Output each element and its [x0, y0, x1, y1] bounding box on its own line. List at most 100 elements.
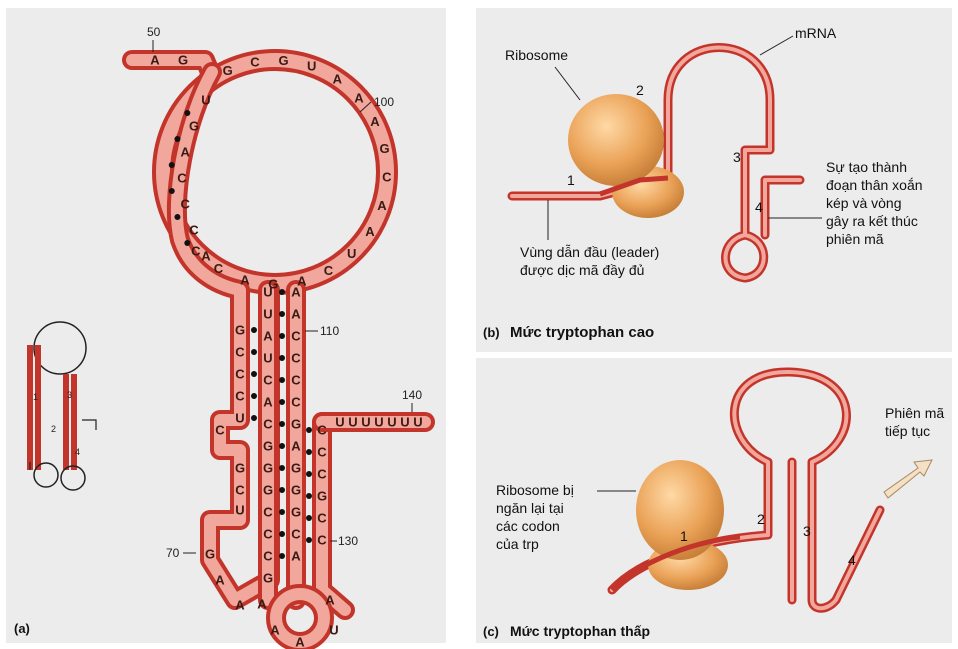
nucleotide-loop-2: G: [279, 53, 289, 68]
base-pair-dot: [279, 333, 285, 339]
base-pair-dot: [279, 289, 285, 295]
base-pair-dot: [279, 531, 285, 537]
panel-b-caption-letter: (b): [483, 325, 500, 340]
base-pair-dot: [279, 377, 285, 383]
nucleotide-rightcol-1: A: [291, 307, 301, 322]
nucleotide-loop-16: C: [214, 261, 224, 276]
nucleotide-tail-1: U: [348, 415, 357, 430]
continue-note-line-1: Phiên mã: [885, 405, 944, 421]
nucleotide-loop-3: U: [307, 59, 316, 74]
region-2-b: 2: [636, 82, 644, 98]
nucleotide-midcol-13: G: [263, 571, 273, 586]
region-4-b: 4: [755, 199, 763, 215]
continue-note-line-2: tiếp tục: [885, 423, 930, 439]
base-pair-dot: [184, 110, 190, 116]
position-100: 100: [374, 95, 394, 109]
panel-c-caption-letter: (c): [483, 624, 499, 639]
nucleotide-tail-4: U: [387, 415, 396, 430]
stall-note-line-2: ngăn lại tại: [496, 500, 564, 516]
nucleotide-leftcol-4: U: [235, 411, 244, 426]
nucleotide-leftcol-0: G: [235, 323, 245, 338]
nucleotide-lowerleft-3: U: [235, 503, 244, 518]
nucleotide-midcol-11: C: [263, 527, 273, 542]
nucleotide-left-2: A: [181, 145, 191, 160]
region-2-c: 2: [757, 511, 765, 527]
nucleotide-loop-10: A: [365, 224, 375, 239]
region-3-c: 3: [803, 523, 811, 539]
nucleotide-tail-3: U: [374, 415, 383, 430]
base-pair-dot: [169, 162, 175, 168]
nucleotide-lowerleft-2: C: [235, 483, 245, 498]
nucleotide-midcol-10: C: [263, 505, 273, 520]
base-pair-dot: [279, 487, 285, 493]
nucleotide-rightcol-8: G: [291, 461, 301, 476]
nucleotide-midcol-3: U: [263, 351, 272, 366]
nucleotide-bottomloop-3: A: [270, 623, 280, 638]
leader-note-line-1: Vùng dẫn đầu (leader): [520, 244, 659, 260]
nucleotide-tail-2: U: [361, 415, 370, 430]
stall-note-line-1: Ribosome bị: [496, 482, 574, 498]
nucleotide-loop-4: A: [333, 71, 343, 86]
base-pair-dot: [306, 427, 312, 433]
nucleotide-bottomloop-1: U: [329, 623, 338, 638]
panel-c: Ribosome bị ngăn lại tại các codon của t…: [476, 358, 952, 643]
base-pair-dot: [306, 537, 312, 543]
mini-label-2: 2: [51, 424, 56, 434]
base-pair-dot: [306, 471, 312, 477]
base-pair-dot: [279, 311, 285, 317]
base-pair-dot: [251, 327, 257, 333]
region-1-c: 1: [680, 528, 688, 544]
nucleotide-rightcol-2: C: [291, 329, 301, 344]
nucleotide-bottomloop-0: A: [325, 593, 335, 608]
nucleotide-farright-5: C: [317, 533, 327, 548]
nucleotide-leftcol-3: C: [235, 389, 245, 404]
base-pair-dot: [279, 553, 285, 559]
base-pair-dot: [306, 449, 312, 455]
base-pair-dot: [174, 136, 180, 142]
region-1-b: 1: [567, 172, 575, 188]
nucleotide-lowerleft-6: A: [235, 598, 245, 613]
position-70: 70: [166, 546, 180, 560]
termination-note-line-2: đoạn thân xoắn: [826, 177, 923, 193]
base-pair-dot: [251, 371, 257, 377]
nucleotide-midcol-5: A: [263, 395, 273, 410]
nucleotide-loop-17: C: [191, 244, 201, 259]
base-pair-dot: [279, 399, 285, 405]
base-pair-dot: [174, 214, 180, 220]
base-pair-dot: [169, 188, 175, 194]
nucleotide-top-0: A: [150, 53, 160, 68]
nucleotide-farright-0: C: [317, 423, 327, 438]
base-pair-dot: [251, 393, 257, 399]
nucleotide-loop-12: C: [324, 263, 334, 278]
nucleotide-lowerleft-1: G: [235, 461, 245, 476]
nucleotide-tail-0: U: [335, 415, 344, 430]
base-pair-dot: [306, 493, 312, 499]
nucleotide-lowerleft-7: A: [257, 597, 267, 612]
nucleotide-loop-7: G: [379, 141, 389, 156]
nucleotide-farright-1: C: [317, 445, 327, 460]
nucleotide-midcol-6: C: [263, 417, 273, 432]
position-130: 130: [338, 534, 358, 548]
nucleotide-bottomloop-2: A: [295, 635, 305, 649]
nucleotide-rightcol-0: A: [291, 285, 301, 300]
nucleotide-rightcol-3: C: [291, 351, 301, 366]
base-pair-dot: [279, 509, 285, 515]
position-50: 50: [147, 25, 161, 39]
base-pair-dot: [279, 443, 285, 449]
panel-a-caption: (a): [14, 621, 30, 636]
nucleotide-midcol-2: A: [263, 329, 273, 344]
base-pair-dot: [279, 355, 285, 361]
nucleotide-left-6: A: [201, 249, 211, 264]
nucleotide-lowerleft-4: G: [205, 547, 215, 562]
nucleotide-farright-2: C: [317, 467, 327, 482]
nucleotide-rightcol-6: G: [291, 417, 301, 432]
nucleotide-lowerleft-0: C: [215, 423, 225, 438]
panel-c-caption-text: Mức tryptophan thấp: [510, 623, 650, 639]
nucleotide-loop-1: C: [250, 54, 260, 69]
base-pair-dot: [279, 465, 285, 471]
region-4-c: 4: [848, 552, 856, 568]
nucleotide-rightcol-7: A: [291, 439, 301, 454]
base-pair-dot: [184, 240, 190, 246]
nucleotide-midcol-9: G: [263, 483, 273, 498]
nucleotide-midcol-7: G: [263, 439, 273, 454]
